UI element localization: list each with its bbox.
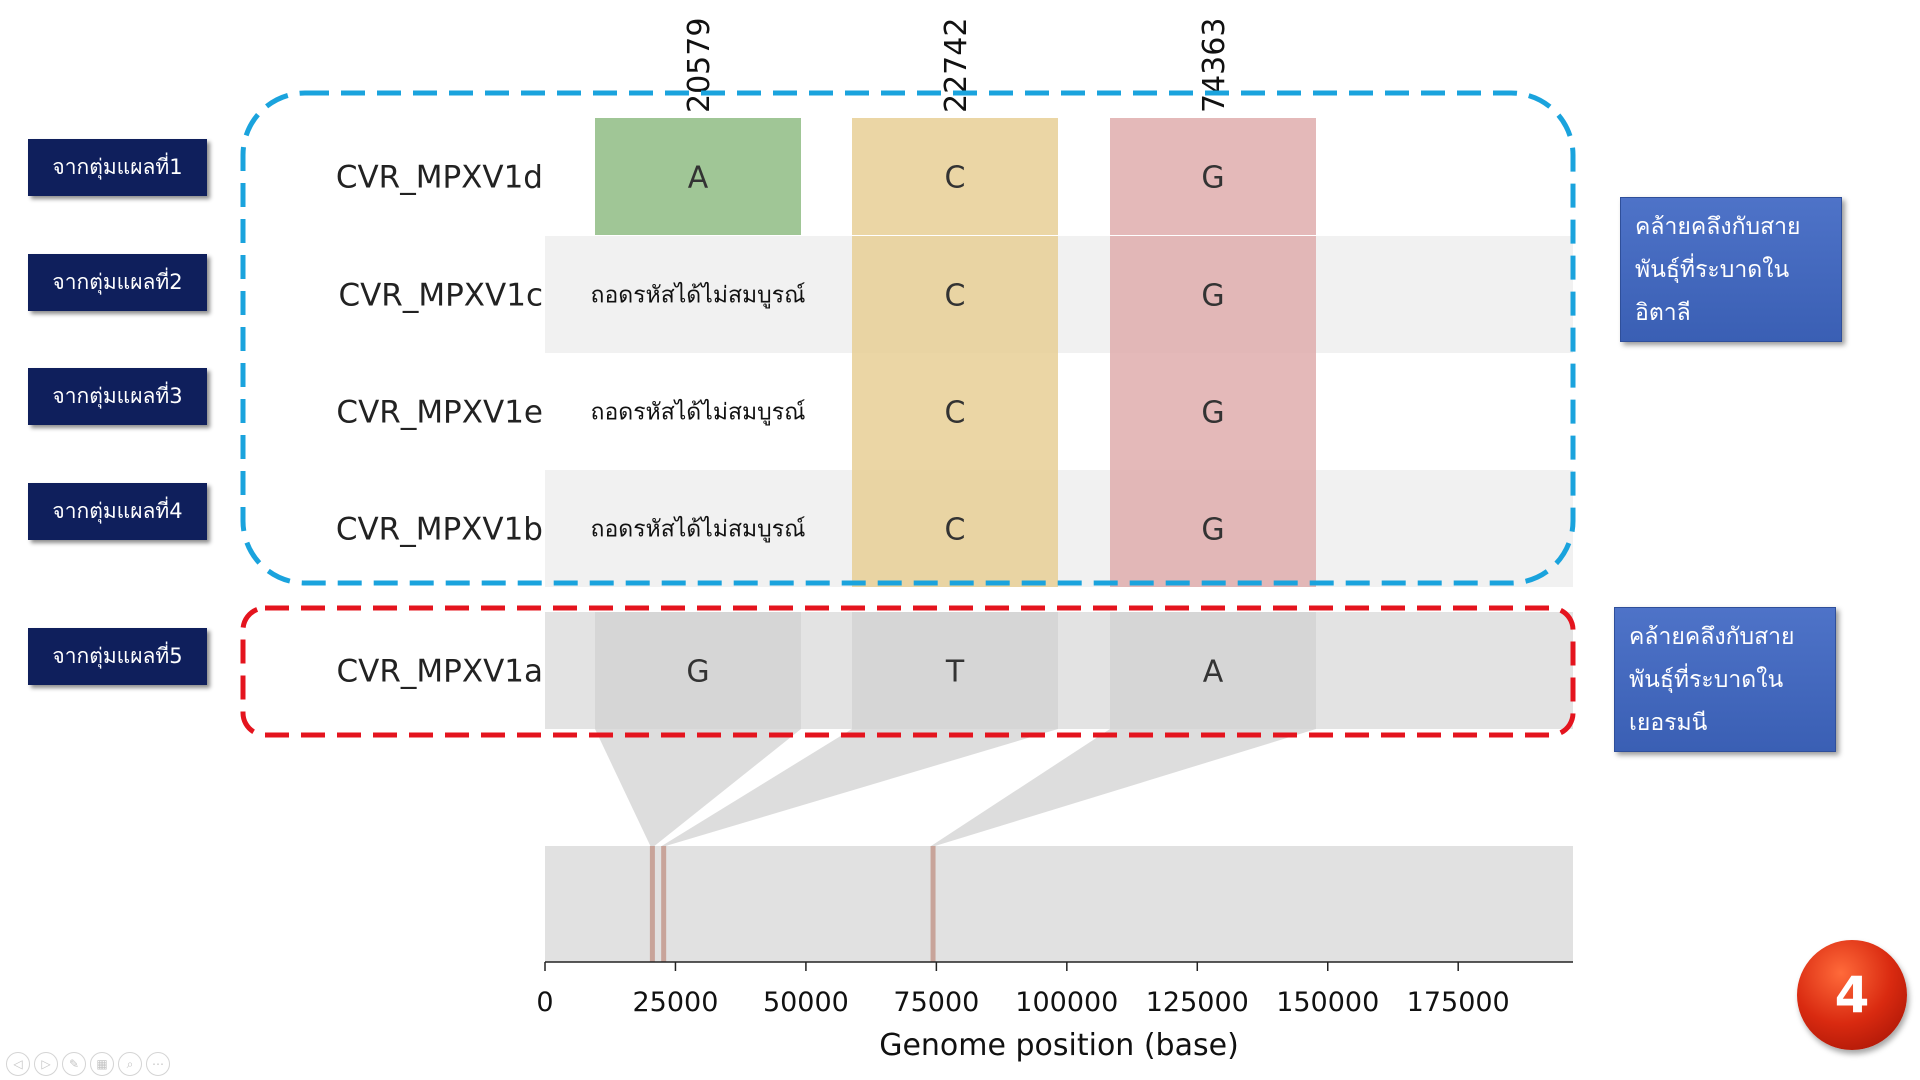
base-cell-3-3 <box>1110 353 1316 470</box>
group-box-italy <box>240 90 1576 586</box>
note-germany: คล้ายคลึงกับสาย พันธุ์ที่ระบาดใน เยอรมนี <box>1614 607 1836 752</box>
sample-name-4: CVR_MPXV1b <box>336 512 543 548</box>
genome-strip <box>545 846 1573 962</box>
base-cell-2-2 <box>852 236 1058 353</box>
fan-connector-1 <box>595 729 801 846</box>
genome-tick-label-2: 25000 <box>633 987 719 1018</box>
patient-label-1: จากตุ่มแผลที่1 <box>28 139 207 196</box>
pen-icon[interactable]: ✎ <box>62 1052 86 1076</box>
base-cell-3-2 <box>852 353 1058 470</box>
genome-tick-label-6: 125000 <box>1146 987 1249 1018</box>
ref-cell-3 <box>1110 612 1316 729</box>
fan-connector-2 <box>661 729 1058 846</box>
base-letter-1-2: C <box>945 161 966 196</box>
base-letter-3-2: C <box>945 396 966 431</box>
note-italy-line-1: คล้ายคลึงกับสาย <box>1635 214 1801 240</box>
position-label-2: 22742 <box>939 18 974 113</box>
base-letter-5-2: T <box>945 655 965 690</box>
note-italy-line-3: อิตาลี <box>1635 300 1691 326</box>
next-icon[interactable]: ▷ <box>34 1052 58 1076</box>
presentation-toolbar: ◁ ▷ ✎ ▦ ⌕ ⋯ <box>6 1052 170 1078</box>
genome-tick-label-4: 75000 <box>893 987 979 1018</box>
base-letter-3-3: G <box>1201 396 1224 431</box>
ref-cell-1 <box>595 612 801 729</box>
zoom-icon[interactable]: ⌕ <box>118 1052 142 1076</box>
note-germany-line-2: พันธุ์ที่ระบาดใน <box>1629 667 1784 693</box>
genome-tick-label-7: 150000 <box>1276 987 1379 1018</box>
base-cell-1-1 <box>595 118 801 235</box>
fan-connector-3 <box>931 729 1316 846</box>
patient-label-2: จากตุ่มแผลที่2 <box>28 254 207 311</box>
base-letter-2-2: C <box>945 279 966 314</box>
ref-cell-2 <box>852 612 1058 729</box>
sample-name-5: CVR_MPXV1a <box>337 654 544 690</box>
row-band-2 <box>545 236 1573 353</box>
note-italy: คล้ายคลึงกับสาย พันธุ์ที่ระบาดใน อิตาลี <box>1620 197 1842 342</box>
base-cell-1-3 <box>1110 118 1316 235</box>
genome-tick-label-5: 100000 <box>1015 987 1118 1018</box>
genome-marker-1 <box>649 846 655 962</box>
partial-sequence-note-4: ถอดรหัสได้ไม่สมบูรณ์ <box>591 516 806 543</box>
genome-tick-label-3: 50000 <box>763 987 849 1018</box>
page-number-badge: 4 <box>1797 940 1907 1050</box>
patient-label-4: จากตุ่มแผลที่4 <box>28 483 207 540</box>
base-letter-1-1: A <box>688 161 709 196</box>
partial-sequence-note-3: ถอดรหัสได้ไม่สมบูรณ์ <box>591 399 806 426</box>
genome-axis-title: Genome position (base) <box>879 1028 1239 1063</box>
genome-tick-label-8: 175000 <box>1407 987 1510 1018</box>
genome-marker-3 <box>930 846 936 962</box>
base-letter-5-1: G <box>686 655 709 690</box>
base-letter-4-3: G <box>1201 513 1224 548</box>
base-cell-1-2 <box>852 118 1058 235</box>
base-cell-4-2 <box>852 470 1058 587</box>
note-germany-line-3: เยอรมนี <box>1629 710 1708 736</box>
base-letter-5-3: A <box>1203 655 1224 690</box>
note-italy-line-2: พันธุ์ที่ระบาดใน <box>1635 257 1790 283</box>
base-cell-4-3 <box>1110 470 1316 587</box>
genome-tick-label-1: 0 <box>536 987 553 1018</box>
slides-icon[interactable]: ▦ <box>90 1052 114 1076</box>
base-letter-4-2: C <box>945 513 966 548</box>
previous-icon[interactable]: ◁ <box>6 1052 30 1076</box>
sample-name-2: CVR_MPXV1c <box>338 278 543 314</box>
row-band-4 <box>545 470 1573 587</box>
more-icon[interactable]: ⋯ <box>146 1052 170 1076</box>
position-label-3: 74363 <box>1197 18 1232 113</box>
base-cell-2-3 <box>1110 236 1316 353</box>
sample-name-3: CVR_MPXV1e <box>336 395 543 431</box>
base-letter-1-3: G <box>1201 161 1224 196</box>
genome-marker-2 <box>661 846 667 962</box>
patient-label-3: จากตุ่มแผลที่3 <box>28 368 207 425</box>
position-label-1: 20579 <box>682 18 717 113</box>
base-letter-2-3: G <box>1201 279 1224 314</box>
patient-label-5: จากตุ่มแผลที่5 <box>28 628 207 685</box>
sample-name-1: CVR_MPXV1d <box>336 160 543 196</box>
partial-sequence-note-2: ถอดรหัสได้ไม่สมบูรณ์ <box>591 282 806 309</box>
note-germany-line-1: คล้ายคลึงกับสาย <box>1629 624 1795 650</box>
